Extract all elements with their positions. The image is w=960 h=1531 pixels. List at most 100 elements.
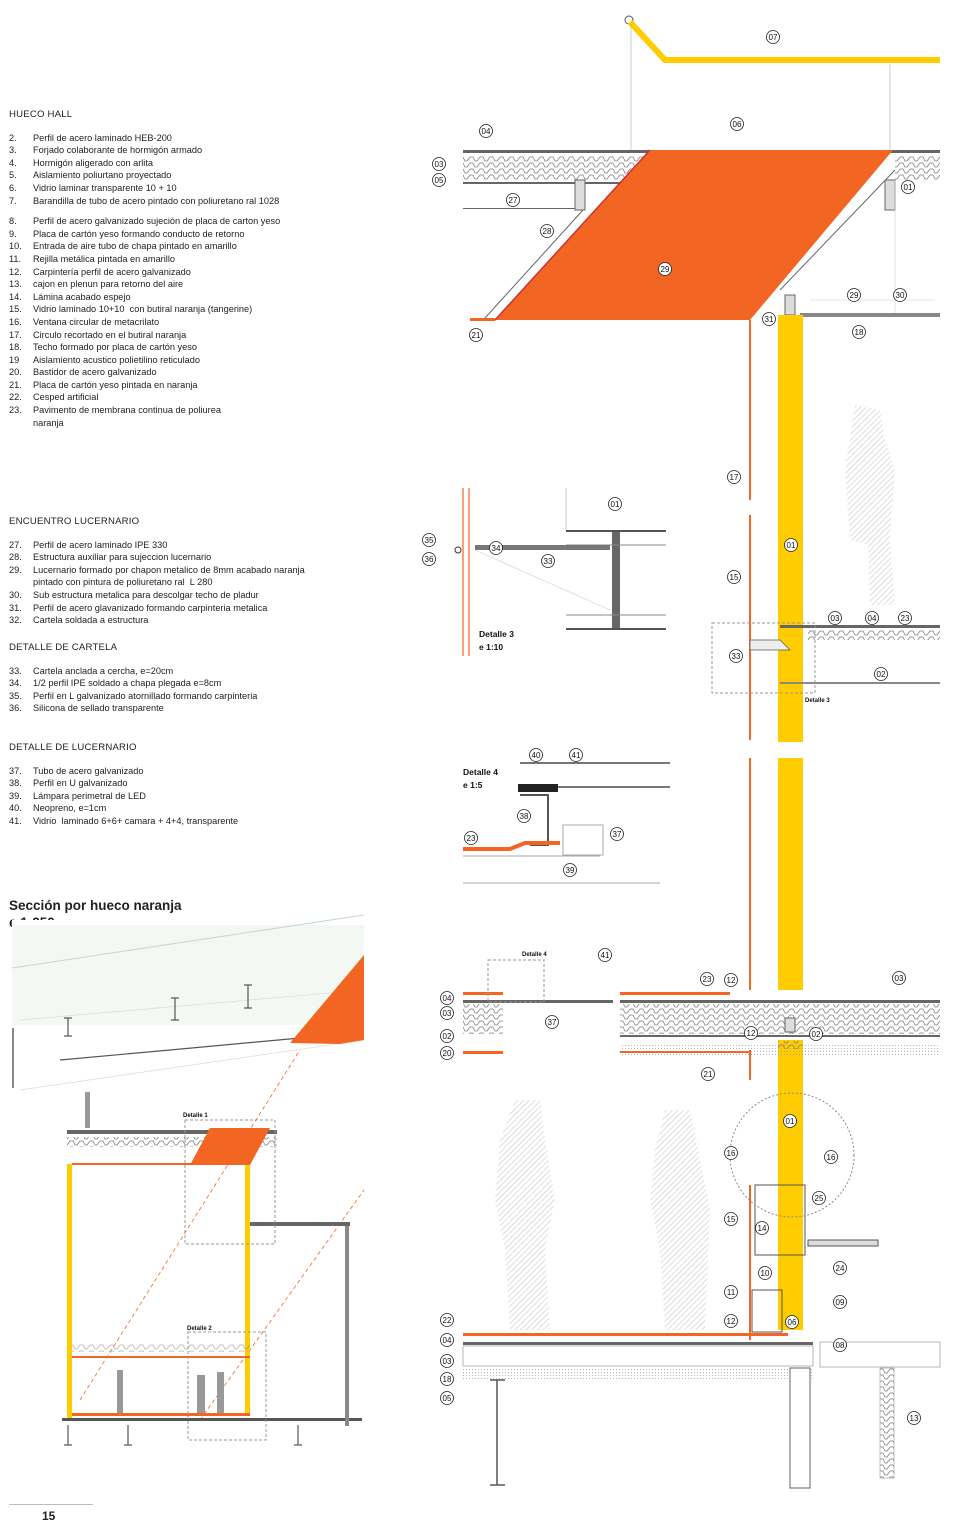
detail-number-tag: 03 — [440, 1006, 454, 1020]
legend-heading: DETALLE DE CARTELA — [9, 642, 118, 653]
legend-item: 41.Vidrio laminado 6+6+ camara + 4+4, tr… — [9, 815, 238, 828]
legend-item-text: Techo formado por placa de cartón yeso — [33, 342, 197, 353]
detail-number-tag: 15 — [727, 570, 741, 584]
legend-item-text: Perfil de acero laminado HEB-200 — [33, 132, 172, 143]
legend-item-text: Perfil en U galvanizado — [33, 778, 128, 789]
detail-number-tag: 20 — [440, 1046, 454, 1060]
legend-item: 11.Rejilla metálica pintada en amarillo — [9, 253, 280, 266]
tag-circle — [824, 1150, 838, 1164]
legend-item: 33.Cartela anclada a cercha, e=20cm — [9, 665, 257, 678]
legend-item-number: 36. — [9, 703, 22, 714]
legend-detalle-cartela: DETALLE DE CARTELA 33.Cartela anclada a c… — [9, 642, 257, 715]
legend-item-number: 20. — [9, 367, 22, 378]
tag-circle — [744, 1026, 758, 1040]
tag-number: 41 — [601, 951, 610, 960]
tag-number: 28 — [543, 227, 552, 236]
page-number: 15 — [42, 1509, 56, 1523]
legend-item-text: Perfil de acero laminado IPE 330 — [33, 539, 168, 550]
tag-number: 04 — [868, 614, 877, 623]
tag-number: 38 — [520, 812, 529, 821]
legend-item-number: 3. — [9, 145, 17, 156]
legend-item: 16.Ventana circular de metacrilato — [9, 316, 280, 329]
detalle-4-title: Detalle 4 — [463, 767, 498, 777]
legend-item-text: Placa de cartón yeso pintada en naranja — [33, 379, 198, 390]
detail-number-tag: 16 — [824, 1150, 838, 1164]
legend-item: 30.Sub estructura metalica para descolga… — [9, 589, 305, 602]
legend-item-text: Sub estructura metalica para descolgar t… — [33, 589, 259, 600]
tag-number: 41 — [572, 751, 581, 760]
tag-number: 03 — [443, 1009, 452, 1018]
tag-circle — [727, 470, 741, 484]
legend-item-text: Ventana circular de metacrilato — [33, 316, 160, 327]
legend-item: pintado con pintura de poliuretano ral L… — [9, 576, 305, 589]
legend-item-text: Barandilla de tubo de acero pintado con … — [33, 195, 280, 206]
legend-item-number: 6. — [9, 182, 17, 193]
legend-item-number: 5. — [9, 170, 17, 181]
legend-item-number: 2. — [9, 132, 17, 143]
tag-number: 14 — [758, 1224, 767, 1233]
tag-circle — [479, 124, 493, 138]
tag-circle — [758, 1266, 772, 1280]
detalle-3-title: Detalle 3 — [479, 629, 514, 639]
legend-item-number: 13. — [9, 279, 22, 290]
tag-number: 04 — [443, 1336, 452, 1345]
tag-circle — [724, 1314, 738, 1328]
legend-item: 2. Perfil de acero laminado HEB-200 — [9, 132, 280, 145]
legend-item-number: 9. — [9, 228, 17, 239]
legend-item: 23.Pavimento de membrana continua de pol… — [9, 404, 280, 417]
legend-item-text: naranja — [33, 417, 64, 428]
tag-circle — [440, 991, 454, 1005]
legend-item-number: 40. — [9, 803, 22, 814]
tag-circle — [809, 1027, 823, 1041]
legend-item: 7.Barandilla de tubo de acero pintado co… — [9, 195, 280, 208]
legend-item-text: Hormigón aligerado con arlita — [33, 157, 154, 168]
tag-number: 23 — [467, 834, 476, 843]
tag-circle — [422, 533, 436, 547]
tag-number: 30 — [896, 291, 905, 300]
tag-number: 01 — [787, 541, 796, 550]
detail-number-tag: 12 — [724, 973, 738, 987]
legend-item-text: cajon en plenun para retorno del aire — [33, 279, 184, 290]
tag-circle — [907, 1411, 921, 1425]
detail-number-tag: 03 — [432, 157, 446, 171]
tag-circle — [658, 262, 672, 276]
legend-item-number: 35. — [9, 690, 22, 701]
tag-number: 23 — [901, 614, 910, 623]
detail-number-tag: 02 — [874, 667, 888, 681]
tag-number: 16 — [727, 1149, 736, 1158]
legend-item-text: Perfil de acero galvanizado sujeción de … — [33, 216, 281, 227]
detalle-3-small-label: Detalle 3 — [805, 698, 830, 704]
legend-heading: DETALLE DE LUCERNARIO — [9, 742, 137, 753]
detail-number-tag: 25 — [812, 1191, 826, 1205]
legend-item-text: Pavimento de membrana continua de poliur… — [33, 405, 221, 416]
detail-number-tag: 01 — [901, 180, 915, 194]
legend-item-text: Neopreno, e=1cm — [33, 803, 107, 814]
legend-heading: HUECO HALL — [9, 109, 73, 120]
tag-circle — [440, 1029, 454, 1043]
tag-number: 21 — [704, 1070, 713, 1079]
tag-number: 05 — [443, 1394, 452, 1403]
detail-number-tag: 29 — [658, 262, 672, 276]
tag-circle — [440, 1372, 454, 1386]
detail-number-tag: 03 — [440, 1354, 454, 1368]
tag-number: 24 — [836, 1264, 845, 1273]
tag-circle — [784, 538, 798, 552]
detail-number-tag: 06 — [730, 117, 744, 131]
legend-item-number: 18. — [9, 342, 22, 353]
tag-circle — [541, 554, 555, 568]
legend-item-number: 12. — [9, 266, 22, 277]
detail-number-tag: 02 — [809, 1027, 823, 1041]
tag-number: 40 — [532, 751, 541, 760]
detail-number-tag: 10 — [758, 1266, 772, 1280]
tag-number: 18 — [443, 1375, 452, 1384]
detail-number-tag: 35 — [422, 533, 436, 547]
detail-number-tag: 16 — [724, 1146, 738, 1160]
legend-item: 40. Neopreno, e=1cm — [9, 802, 238, 815]
detail-number-tag: 12 — [744, 1026, 758, 1040]
detalle-3-scale: e 1:10 — [479, 642, 503, 652]
tag-number: 04 — [482, 127, 491, 136]
detail-number-tag: 21 — [469, 328, 483, 342]
page-rule — [9, 1504, 93, 1505]
